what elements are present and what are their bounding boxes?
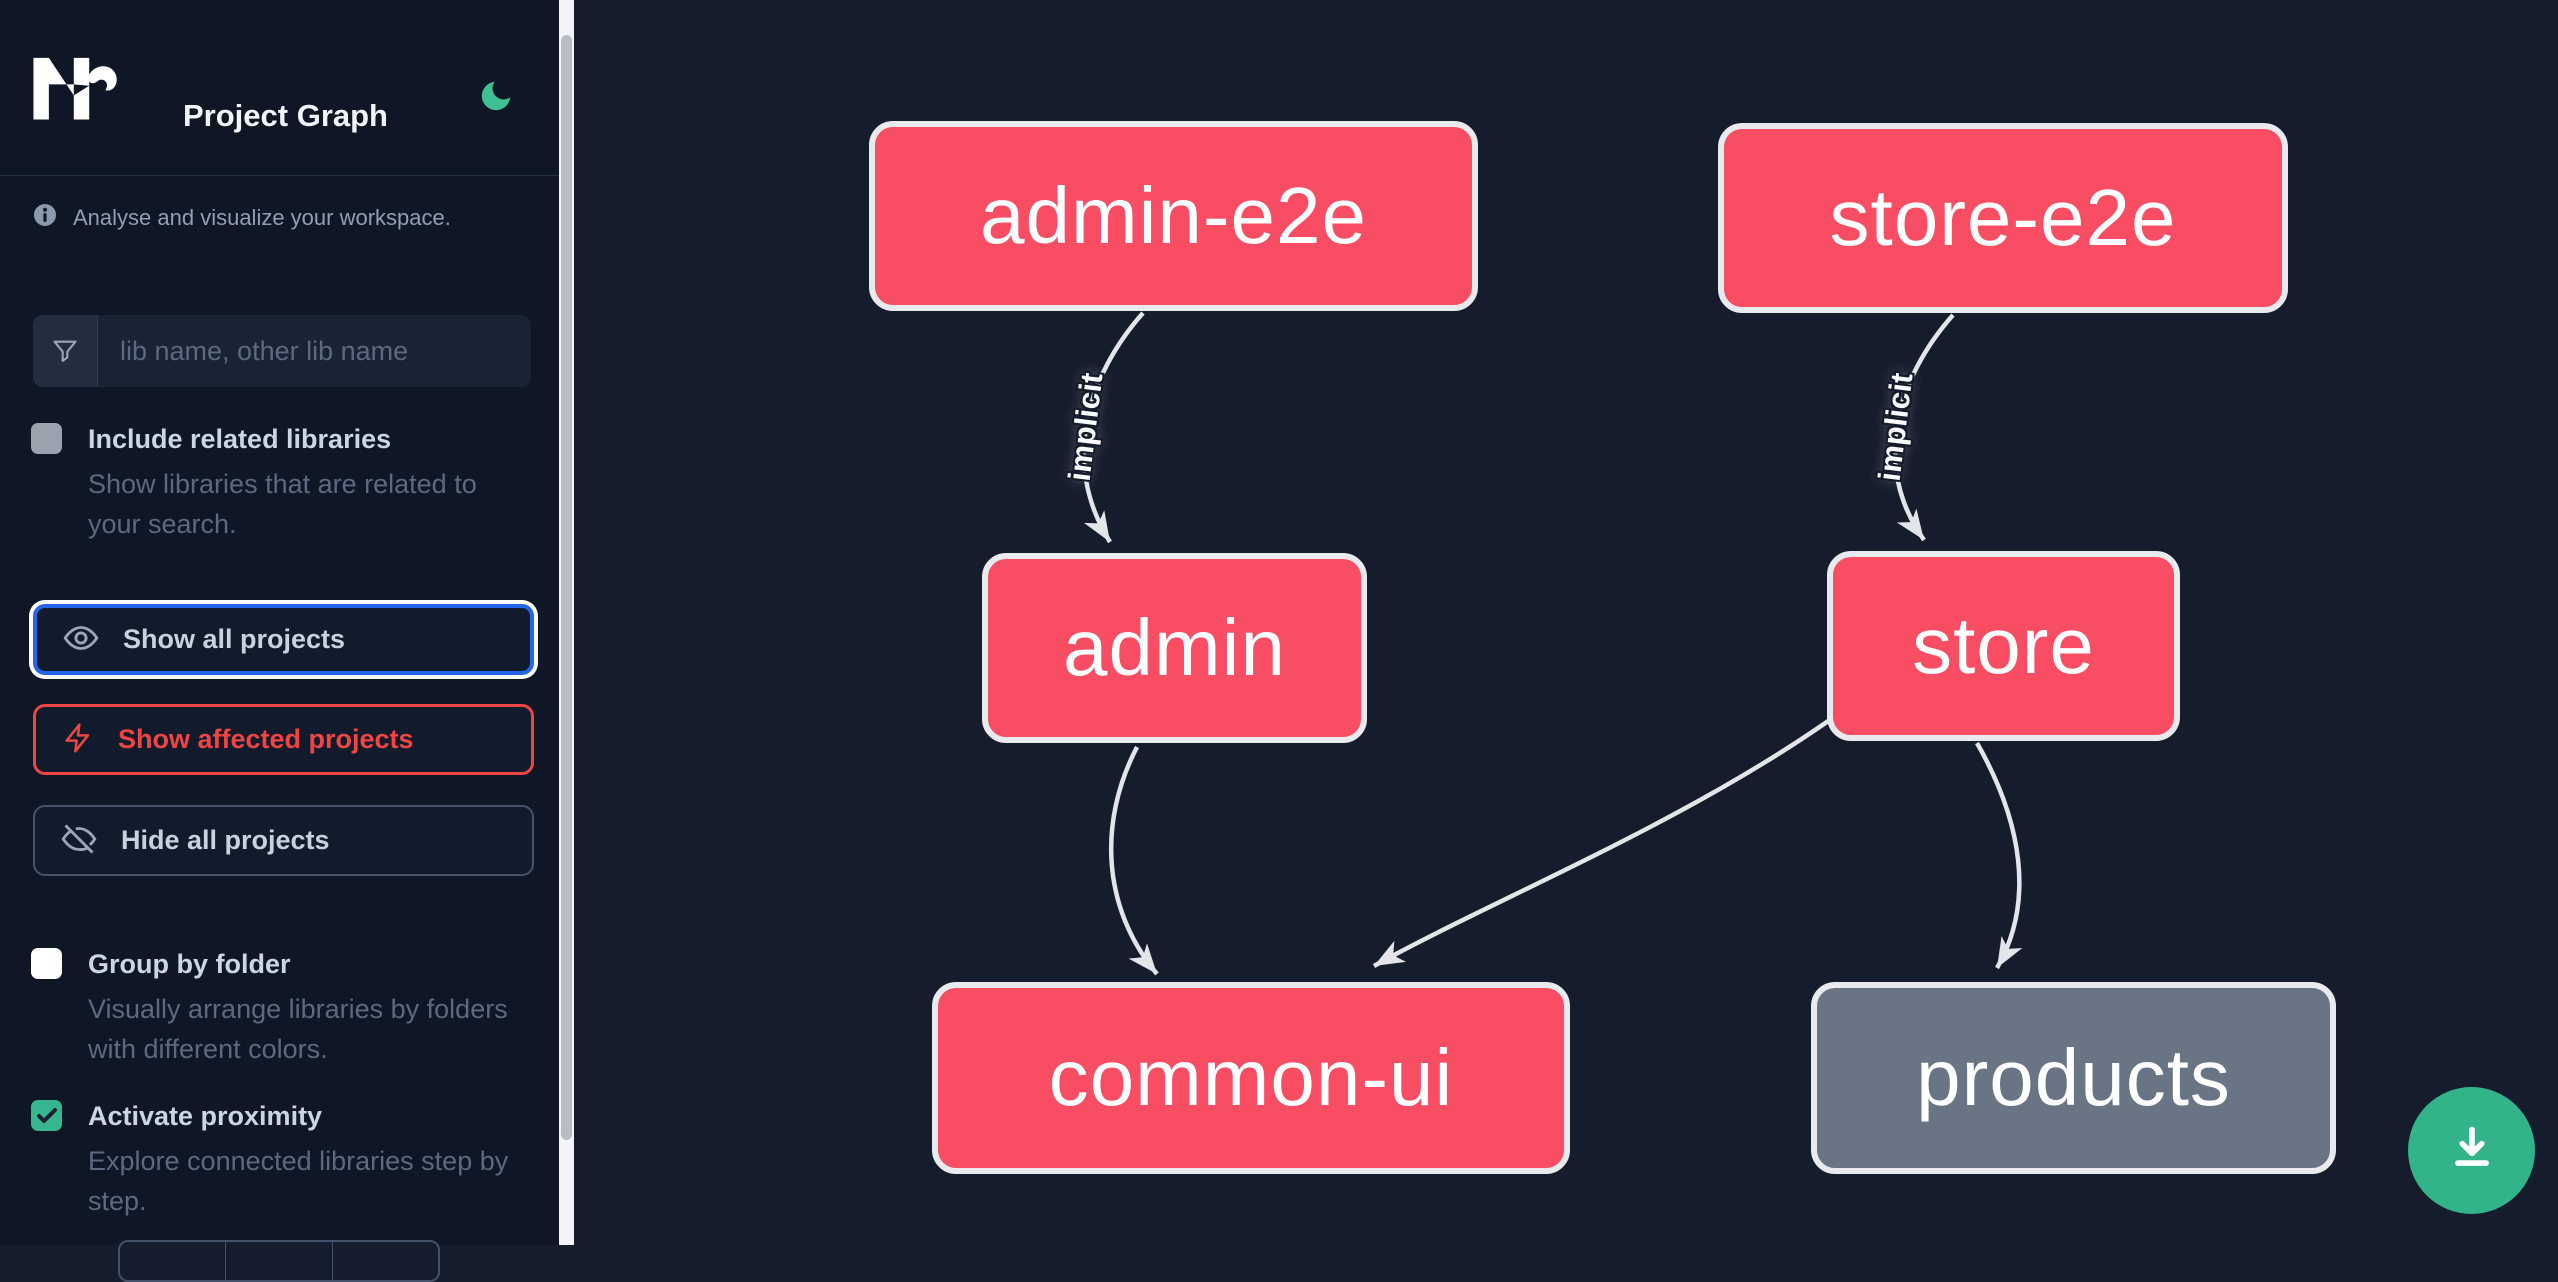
- option-label[interactable]: Include related libraries: [88, 424, 392, 454]
- workspace-tagline: Analyse and visualize your workspace.: [33, 203, 451, 232]
- graph-node-store-e2e[interactable]: store-e2e: [1718, 123, 2288, 313]
- search-input[interactable]: [98, 315, 531, 387]
- bolt-icon: [62, 722, 94, 757]
- button-label: Hide all projects: [121, 825, 330, 855]
- graph-node-store[interactable]: store: [1827, 551, 2180, 741]
- group-by-folder-checkbox[interactable]: [31, 948, 62, 979]
- page-title: Project Graph: [183, 97, 388, 133]
- graph-node-common-ui[interactable]: common-ui: [932, 982, 1570, 1174]
- nx-logo: [30, 55, 122, 121]
- option-include-related-libraries: Include related libraries Show libraries…: [31, 420, 511, 544]
- eye-icon: [63, 620, 99, 659]
- search-box: [33, 315, 531, 387]
- proximity-stepper[interactable]: [118, 1240, 440, 1282]
- show-affected-projects-button[interactable]: Show affected projects: [33, 704, 534, 775]
- sidebar-scrollbar[interactable]: [559, 0, 574, 1245]
- option-description: Visually arrange libraries by folders wi…: [88, 994, 508, 1064]
- edge-label-admin-e2e-to-admin: implicit: [1061, 370, 1110, 483]
- include-related-checkbox[interactable]: [31, 423, 62, 454]
- option-label[interactable]: Group by folder: [88, 949, 291, 979]
- button-label: Show affected projects: [118, 724, 414, 754]
- edge-store-to-products: [1975, 741, 2023, 970]
- graph-node-admin-e2e[interactable]: admin-e2e: [869, 121, 1478, 311]
- activate-proximity-checkbox[interactable]: [31, 1100, 62, 1131]
- edge-label-store-e2e-to-store: implicit: [1871, 370, 1920, 483]
- option-activate-proximity: Activate proximity Explore connected lib…: [31, 1097, 511, 1221]
- sidebar-header: Project Graph: [0, 0, 559, 176]
- option-group-by-folder: Group by folder Visually arrange librari…: [31, 945, 511, 1069]
- eye-off-icon: [61, 821, 97, 860]
- proximity-increment[interactable]: [333, 1242, 438, 1280]
- download-icon: [2446, 1123, 2498, 1178]
- option-description: Explore connected libraries step by step…: [88, 1146, 509, 1216]
- graph-node-admin[interactable]: admin: [982, 553, 1367, 743]
- proximity-value: [226, 1242, 333, 1280]
- proximity-decrement[interactable]: [120, 1242, 227, 1280]
- scrollbar-thumb[interactable]: [561, 35, 572, 1140]
- graph-node-products[interactable]: products: [1811, 982, 2336, 1174]
- save-image-button[interactable]: [2408, 1087, 2535, 1214]
- option-label[interactable]: Activate proximity: [88, 1101, 323, 1131]
- filter-icon: [33, 315, 98, 387]
- theme-toggle-button[interactable]: [474, 75, 518, 119]
- option-description: Show libraries that are related to your …: [88, 469, 477, 539]
- info-icon: [33, 203, 57, 232]
- tagline-text: Analyse and visualize your workspace.: [73, 204, 451, 230]
- edge-store-to-common-ui: [1372, 710, 1843, 968]
- button-label: Show all projects: [123, 624, 346, 654]
- show-all-projects-button[interactable]: Show all projects: [33, 604, 534, 675]
- sidebar: Project Graph Analyse and visualize your…: [0, 0, 574, 1282]
- hide-all-projects-button[interactable]: Hide all projects: [33, 805, 534, 876]
- moon-icon: [477, 81, 515, 118]
- edge-admin-to-common-ui: [1109, 745, 1159, 976]
